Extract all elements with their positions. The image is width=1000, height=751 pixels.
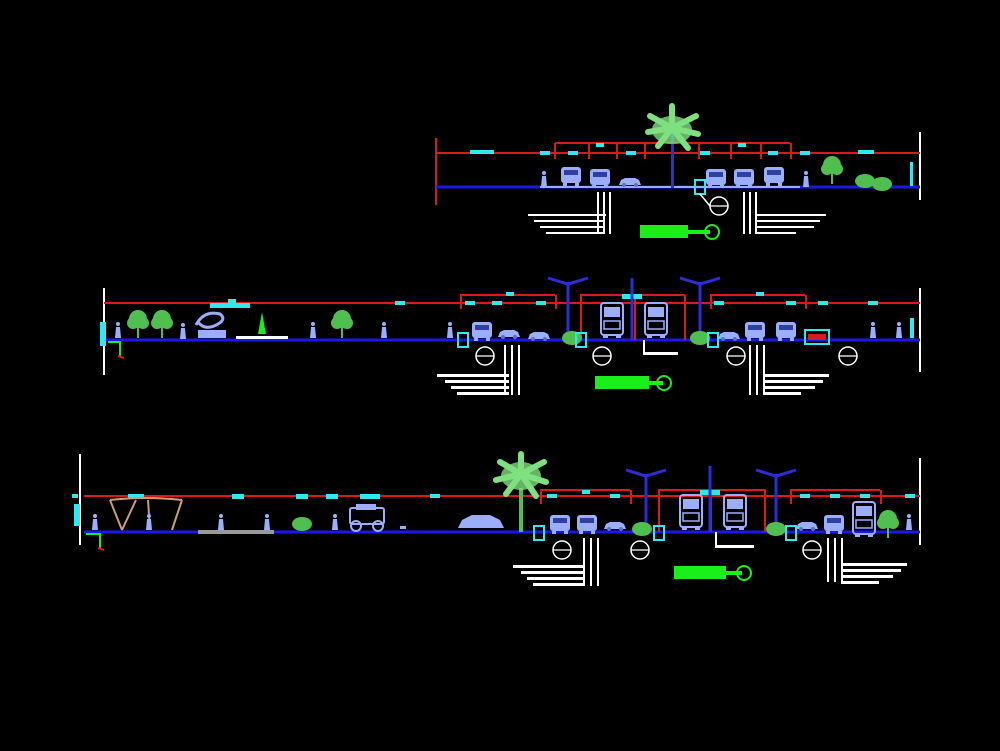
bush-icon [855, 174, 875, 188]
tree-icon [151, 310, 173, 338]
car-icon [498, 330, 520, 339]
truck-icon [734, 169, 754, 188]
fountain [236, 312, 288, 339]
bus-icon [723, 494, 747, 531]
callout-left [437, 345, 520, 395]
jeep [349, 504, 385, 532]
car-icon [604, 522, 626, 531]
palm-tree [645, 103, 701, 188]
bush-icon [872, 177, 892, 191]
callout-right [749, 345, 829, 395]
street-lamp [547, 276, 721, 340]
car-icon [796, 522, 818, 531]
callout-right [827, 538, 907, 584]
bus-icon [679, 494, 703, 531]
callout-right [743, 192, 826, 234]
tree-icon [331, 310, 353, 338]
truck-icon [561, 167, 581, 186]
bus-icon [644, 302, 668, 339]
lower-section [72, 451, 921, 586]
truck-icon [472, 322, 492, 341]
sedan [458, 515, 504, 528]
tree-icon [127, 310, 149, 338]
sculpture [194, 311, 226, 338]
callout-left [528, 192, 611, 234]
green-label-block [595, 376, 649, 389]
truck-icon [706, 169, 726, 188]
truck-icon [776, 322, 796, 341]
bus-icon [600, 302, 624, 339]
arch-gate [109, 497, 183, 531]
green-label-block [640, 225, 688, 238]
upper-section [435, 103, 921, 240]
truck-icon [764, 167, 784, 186]
tree-icon [821, 156, 843, 184]
middle-section [100, 276, 921, 395]
palm-tree [493, 451, 549, 532]
callout-left [513, 538, 599, 586]
truck-icon [745, 322, 765, 341]
green-label-block [674, 566, 726, 579]
street-lamp [625, 466, 797, 532]
truck-icon [590, 169, 610, 188]
